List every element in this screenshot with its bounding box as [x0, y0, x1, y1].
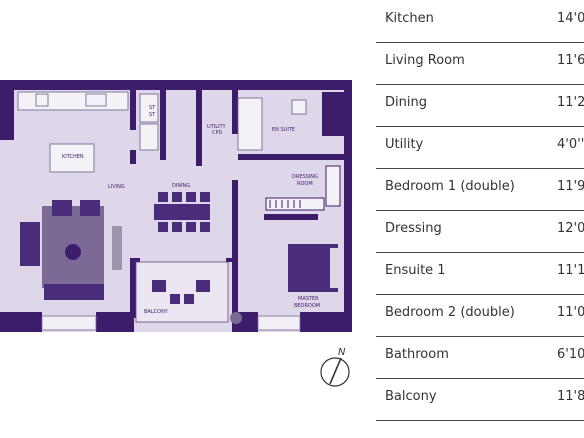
label-st-1: ST [149, 105, 156, 111]
label-balcony: BALCONY [144, 309, 169, 315]
label-dressing-room: ROOM [297, 181, 313, 187]
master-bed [288, 244, 338, 292]
room-name: Utility [385, 137, 424, 152]
outer-walls [0, 80, 352, 332]
balcony-furniture [152, 280, 242, 324]
table-row: Kitchen 14'0 [376, 0, 584, 43]
table-row: Dining 11'2 [376, 84, 584, 127]
table-row: Dressing 12'0 [376, 210, 584, 253]
inner-walls [130, 90, 344, 318]
room-dimension: 12'0 [557, 221, 584, 236]
table-row: Utility 4'0'' [376, 126, 584, 169]
label-master: MASTER [298, 296, 319, 302]
label-bedroom: BEDROOM [294, 303, 320, 309]
room-name: Dining [385, 95, 427, 110]
room-name: Bedroom 2 (double) [385, 305, 515, 320]
table-row: Bathroom 6'10 [376, 336, 584, 379]
room-dimension: 11'6 [557, 53, 584, 68]
label-dressing: DRESSING [292, 174, 318, 180]
room-name: Dressing [385, 221, 442, 236]
room-dimension: 11'9 [557, 179, 584, 194]
table-row: Ensuite 1 11'1 [376, 252, 584, 295]
room-dimension: 11'0 [557, 305, 584, 320]
balcony-area [135, 261, 229, 323]
table-row: Balcony 11'8 [376, 378, 584, 421]
label-st-2: ST [149, 112, 156, 118]
room-name: Ensuite 1 [385, 263, 446, 278]
label-kitchen: KITCHEN [62, 154, 84, 160]
table-row: Bedroom 2 (double) 11'0 [376, 294, 584, 337]
room-dimensions-table: Kitchen 14'0 Living Room 11'6 Dining 11'… [376, 0, 584, 438]
room-name: Living Room [385, 53, 465, 68]
dining-furniture [154, 192, 210, 232]
room-name: Kitchen [385, 11, 434, 26]
room-name: Balcony [385, 389, 437, 404]
kitchen-counter [17, 91, 129, 173]
room-dimension: 11'8 [557, 389, 584, 404]
label-en-suite: EN SUITE [272, 127, 295, 133]
room-name: Bathroom [385, 347, 449, 362]
room-dimension: 14'0 [557, 11, 584, 26]
room-name: Bedroom 1 (double) [385, 179, 515, 194]
label-utility: UTILITY [207, 124, 227, 130]
wardrobe [265, 165, 341, 211]
label-left-edge: RY [2, 125, 9, 131]
label-dining: DINING [172, 183, 190, 189]
label-living: LIVING [108, 184, 125, 190]
table-row: Living Room 11'6 [376, 42, 584, 85]
living-furniture [20, 200, 122, 300]
bathroom-fixtures [139, 93, 307, 151]
room-dimension: 11'2 [557, 95, 584, 110]
compass-icon: N [320, 347, 350, 387]
table-row: Bedroom 1 (double) 11'9 [376, 168, 584, 211]
room-dimension: 4'0'' [557, 137, 584, 152]
floor-plan: RY KITCHEN LIVING DINING ST ST UTILITY C… [0, 80, 352, 387]
windows [41, 315, 301, 331]
label-cpd: CPD [212, 130, 223, 136]
compass-letter: N [338, 347, 346, 358]
room-dimension: 6'10 [557, 347, 584, 362]
room-dimension: 11'1 [557, 263, 584, 278]
